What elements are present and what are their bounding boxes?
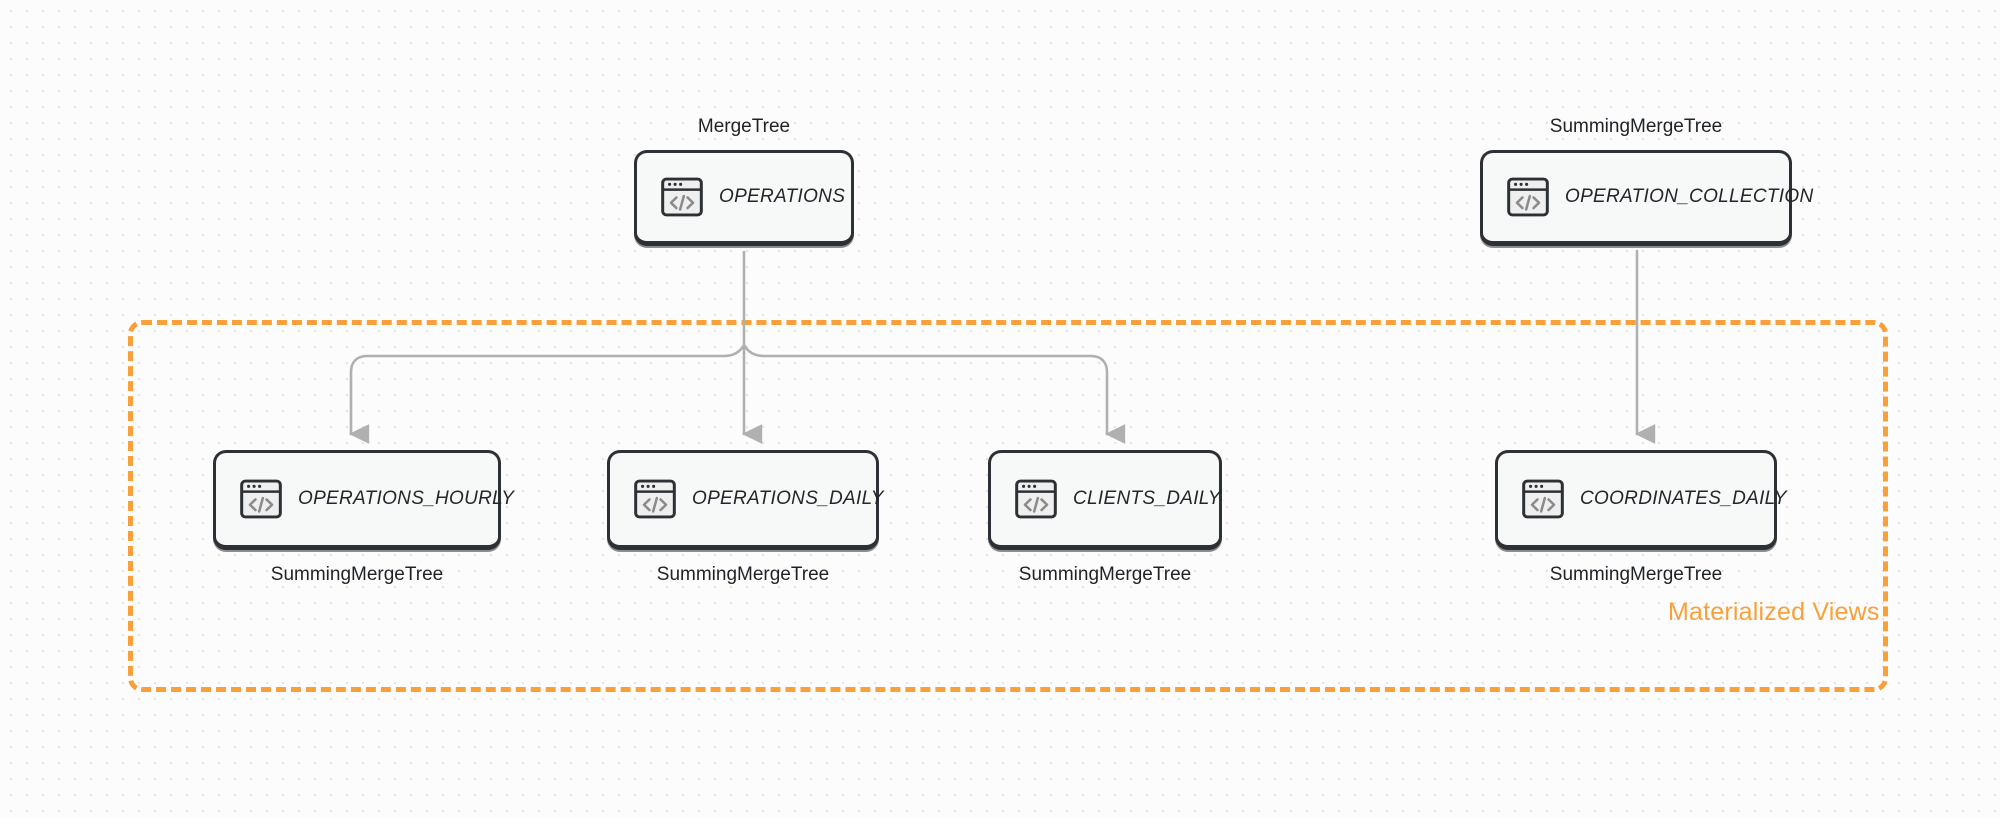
node-operations_daily[interactable]: OPERATIONS_DAILY bbox=[607, 450, 883, 550]
node-label-operations: OPERATIONS bbox=[719, 186, 846, 207]
materialized-views-group-frame[interactable] bbox=[128, 320, 1888, 692]
node-label-operation_collection: OPERATION_COLLECTION bbox=[1565, 186, 1814, 207]
node-clients_daily[interactable]: CLIENTS_DAILY bbox=[988, 450, 1222, 550]
engine-caption-clients_daily: SummingMergeTree bbox=[1018, 564, 1192, 585]
code-window-icon bbox=[634, 479, 676, 519]
node-label-clients_daily: CLIENTS_DAILY bbox=[1073, 488, 1221, 509]
code-window-icon bbox=[240, 479, 282, 519]
engine-caption-operations_daily: SummingMergeTree bbox=[656, 564, 830, 585]
code-window-icon bbox=[1522, 479, 1564, 519]
node-operations[interactable]: OPERATIONS bbox=[634, 150, 854, 246]
code-window-icon bbox=[632, 476, 678, 522]
engine-caption-operations: MergeTree bbox=[697, 116, 791, 137]
code-window-icon bbox=[1013, 476, 1059, 522]
materialized-views-group-label: Materialized Views bbox=[1668, 598, 1880, 626]
code-window-icon bbox=[238, 476, 284, 522]
engine-caption-operation_collection: SummingMergeTree bbox=[1549, 116, 1723, 137]
code-window-icon bbox=[1505, 174, 1551, 220]
code-window-icon bbox=[659, 174, 705, 220]
code-window-icon bbox=[1507, 177, 1549, 217]
node-label-operations_daily: OPERATIONS_DAILY bbox=[692, 488, 884, 509]
node-operation_collection[interactable]: OPERATION_COLLECTION bbox=[1480, 150, 1813, 246]
node-coordinates_daily[interactable]: COORDINATES_DAILY bbox=[1495, 450, 1786, 550]
code-window-icon bbox=[1520, 476, 1566, 522]
node-label-coordinates_daily: COORDINATES_DAILY bbox=[1580, 488, 1787, 509]
node-operations_hourly[interactable]: OPERATIONS_HOURLY bbox=[213, 450, 514, 550]
node-label-operations_hourly: OPERATIONS_HOURLY bbox=[298, 488, 515, 509]
code-window-icon bbox=[1015, 479, 1057, 519]
code-window-icon bbox=[661, 177, 703, 217]
engine-caption-coordinates_daily: SummingMergeTree bbox=[1549, 564, 1723, 585]
engine-caption-operations_hourly: SummingMergeTree bbox=[270, 564, 444, 585]
